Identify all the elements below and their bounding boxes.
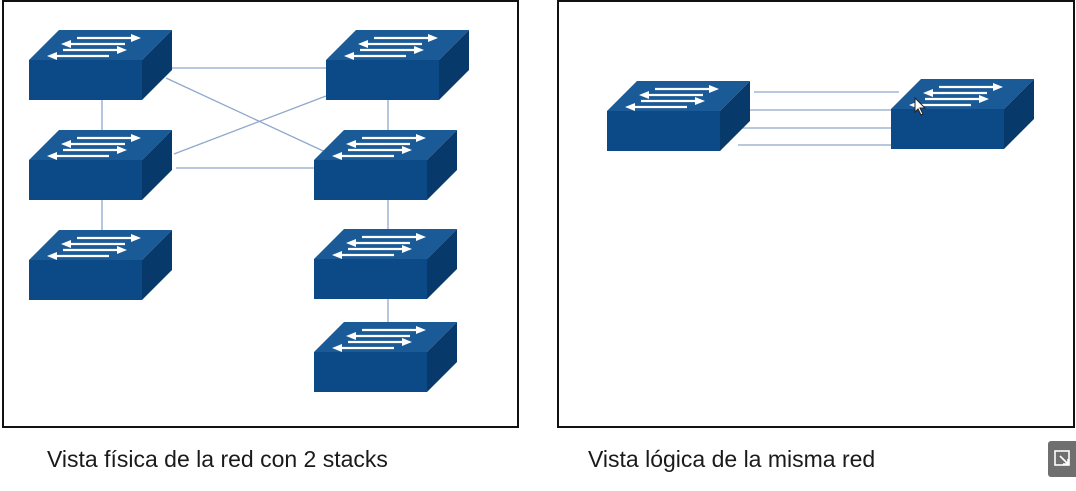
left-stack-switch-2 [27, 128, 174, 202]
right-stack-switch-3 [312, 227, 459, 301]
logical-view-panel [557, 0, 1075, 428]
physical-links [101, 67, 389, 322]
expand-button[interactable] [1048, 441, 1076, 477]
left-stack-switch-3 [27, 228, 174, 302]
expand-icon [1054, 450, 1070, 466]
right-stack-switch-4 [312, 320, 459, 394]
logical-stack-switch-right [889, 77, 1036, 151]
logical-topology-diagram [605, 77, 1036, 153]
right-stack-switch-1 [324, 28, 471, 102]
physical-view-panel [2, 0, 519, 428]
left-stack-switch-1 [27, 28, 174, 102]
right-stack-switch-2 [312, 128, 459, 202]
logical-view-caption: Vista lógica de la misma red [588, 446, 876, 472]
physical-topology-diagram [27, 28, 471, 394]
mouse-cursor-icon [914, 96, 927, 116]
logical-stack-switch-left [605, 79, 752, 153]
physical-view-caption: Vista física de la red con 2 stacks [47, 446, 388, 472]
logical-links [738, 91, 899, 146]
